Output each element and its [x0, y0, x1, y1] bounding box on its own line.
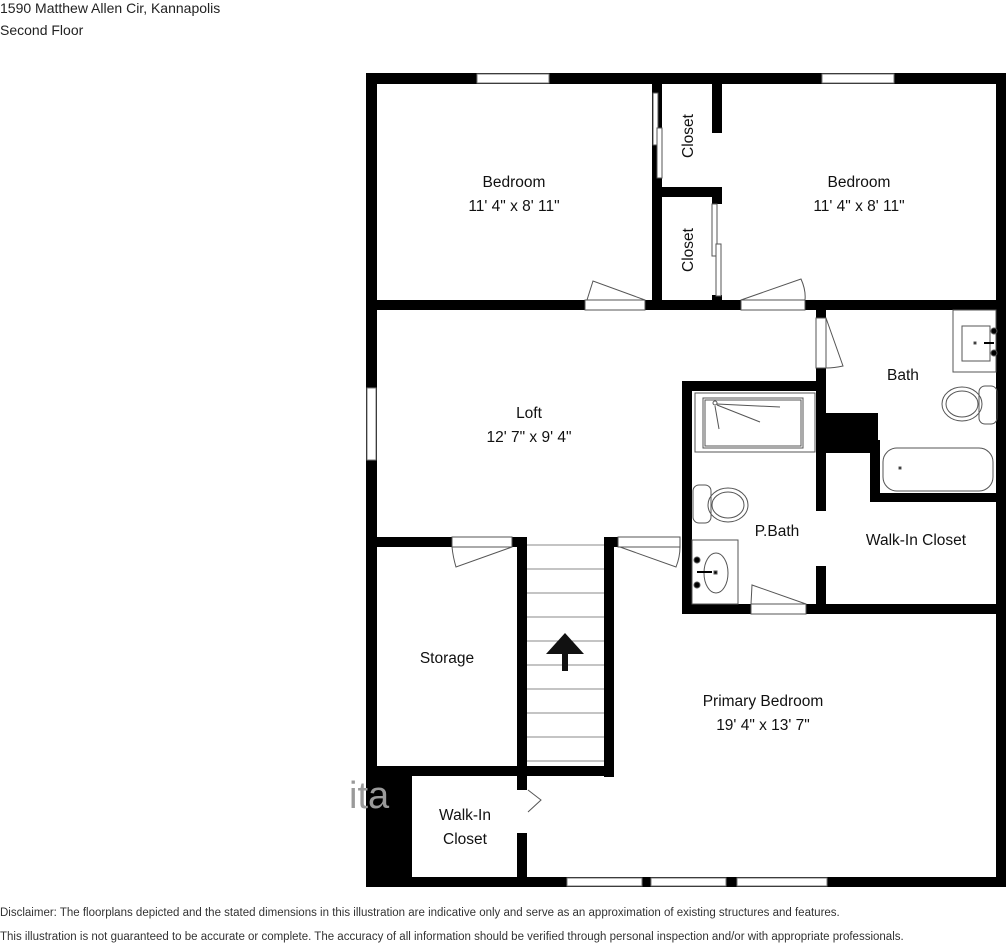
room-bedroom-left-dims: 11' 4" x 8' 11" — [468, 198, 559, 215]
property-address: 1590 Matthew Allen Cir, Kannapolis — [0, 0, 221, 16]
room-bedroom-left-name: Bedroom — [483, 174, 546, 191]
watermark-fragment: ita — [349, 775, 390, 817]
bathtub-icon — [882, 447, 994, 492]
room-loft-name: Loft — [516, 405, 543, 422]
room-primary-bedroom-dims: 19' 4" x 13' 7" — [716, 717, 810, 734]
room-bedroom-right-dims: 11' 4" x 8' 11" — [813, 198, 904, 215]
arrow-up-icon — [546, 633, 584, 671]
pbath-toilet-icon — [692, 484, 749, 524]
room-pbath-name: P.Bath — [755, 523, 800, 540]
room-closet-bottom-name: Closet — [680, 227, 697, 272]
room-loft-dims: 12' 7" x 9' 4" — [486, 429, 571, 446]
windows — [366, 73, 895, 887]
walls — [366, 73, 1006, 887]
bath-sink-icon — [952, 309, 998, 373]
shower-icon — [694, 392, 816, 453]
room-bedroom-right-name: Bedroom — [828, 174, 891, 191]
disclaimer-line-1: Disclaimer: The floorplans depicted and … — [0, 907, 840, 919]
fixtures — [691, 309, 998, 605]
room-walkin-closet-right-name: Walk-In Closet — [866, 532, 967, 549]
doors — [451, 92, 844, 813]
room-primary-bedroom-name: Primary Bedroom — [703, 693, 824, 710]
disclaimer-line-2: This illustration is not guaranteed to b… — [0, 931, 904, 943]
staircase — [527, 544, 604, 762]
room-bath-name: Bath — [887, 367, 919, 384]
room-storage-name: Storage — [420, 650, 474, 667]
room-walkin-closet-left-line2: Closet — [443, 831, 488, 848]
pbath-sink-icon — [691, 539, 739, 605]
room-closet-top-name: Closet — [680, 113, 697, 158]
floor-name: Second Floor — [0, 22, 84, 38]
room-walkin-closet-left-line1: Walk-In — [439, 807, 491, 824]
bath-toilet-icon — [941, 385, 998, 425]
